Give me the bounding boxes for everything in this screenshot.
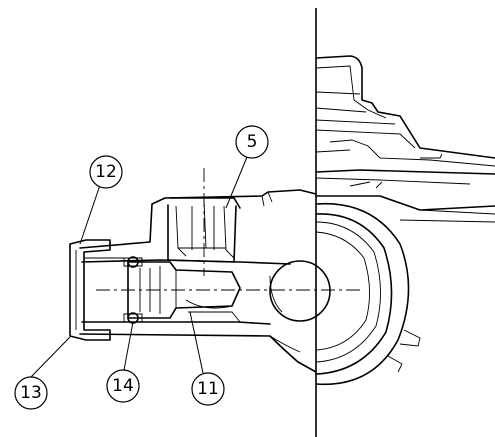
- callout-13: 13: [14, 376, 48, 410]
- callout-14: 14: [106, 369, 140, 403]
- callout-5-label: 5: [247, 132, 258, 152]
- callout-13-label: 13: [20, 383, 42, 403]
- valve-body: [69, 168, 360, 373]
- callout-12-label: 12: [95, 162, 117, 182]
- outer-housing: [315, 55, 495, 386]
- callout-5: 5: [235, 125, 269, 159]
- callout-12: 12: [89, 155, 123, 189]
- leader-lines: [29, 156, 248, 379]
- callout-11-label: 11: [197, 379, 219, 399]
- callout-14-label: 14: [112, 376, 134, 396]
- callout-11: 11: [191, 372, 225, 406]
